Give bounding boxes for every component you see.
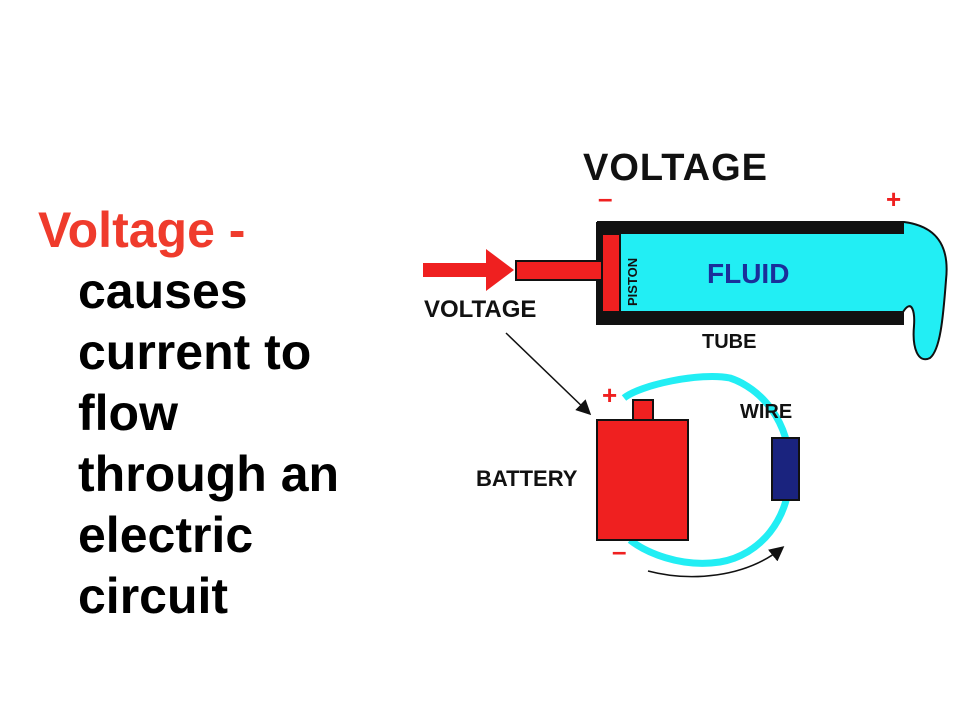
wire-block xyxy=(771,437,800,501)
voltage-input-arrow xyxy=(423,249,514,291)
tube-top-wall xyxy=(596,222,904,234)
tube-bottom-wall xyxy=(596,312,904,325)
definition-line: electric xyxy=(78,507,254,563)
battery xyxy=(596,419,689,541)
fluid xyxy=(597,221,948,361)
battery-terminal xyxy=(632,399,654,421)
wire-label: WIRE xyxy=(740,401,792,423)
piston-label: PISTON xyxy=(625,258,640,306)
battery-plus-sign: + xyxy=(602,380,617,410)
piston xyxy=(601,233,621,313)
term-voltage: Voltage - xyxy=(38,202,246,258)
slide-text: Voltage - causes current to flow through… xyxy=(38,200,410,627)
definition-line: causes xyxy=(78,263,248,319)
definition-line: through an xyxy=(78,446,340,502)
piston-rod xyxy=(515,260,603,281)
definition-line: current to xyxy=(78,324,312,380)
definition-line: flow xyxy=(78,385,178,441)
tube-label: TUBE xyxy=(702,331,756,353)
voltage-pointer-arrow xyxy=(505,332,592,416)
definition-line: circuit xyxy=(78,568,229,624)
battery-minus-sign: – xyxy=(612,536,626,566)
battery-label: BATTERY xyxy=(476,466,578,491)
current-flow-arrow xyxy=(647,546,785,578)
fluid-label: FLUID xyxy=(707,258,789,289)
diagram-title: VOLTAGE xyxy=(583,147,768,189)
voltage-label: VOLTAGE xyxy=(424,296,536,323)
tube-minus-sign: – xyxy=(598,183,612,213)
tube-plus-sign: + xyxy=(886,184,901,214)
